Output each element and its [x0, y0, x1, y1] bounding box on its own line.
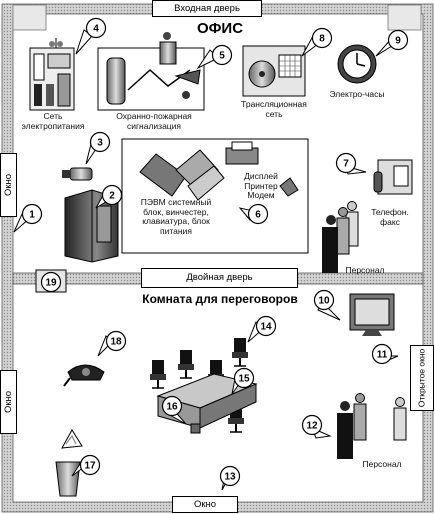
- radiator-icon: [64, 189, 119, 263]
- window-bottom: Окно: [172, 496, 238, 513]
- marker-circle: [311, 27, 333, 49]
- marker-circle: [335, 152, 357, 174]
- window-office-left-label: Окно: [2, 173, 14, 197]
- power-panel-icon: [29, 38, 75, 111]
- telephone-icon: [63, 364, 105, 387]
- meeting-room-title: Комната для переговоров: [142, 292, 298, 306]
- marker-circle: [40, 271, 62, 293]
- staff-office-label: Персонал: [345, 265, 385, 275]
- marker-circle: [313, 289, 335, 311]
- marker-circle: [105, 330, 127, 352]
- computer-icon: [139, 141, 299, 201]
- marker-number: 15: [238, 374, 250, 385]
- marker-number: 14: [260, 322, 272, 333]
- cctv-camera-icon: [62, 167, 93, 181]
- marker-circle: [371, 343, 393, 365]
- marker-circle: [301, 414, 323, 436]
- double-door[interactable]: Двойная дверь: [141, 268, 298, 288]
- window-office-left: Окно: [0, 153, 17, 217]
- window-meeting-left-label: Окно: [2, 390, 14, 414]
- alarm-label: Охранно-пожарная сигнализация: [116, 111, 192, 131]
- pc-label: ПЭВМ системный блок, винчестер, клавиату…: [140, 197, 212, 236]
- window-open-right[interactable]: Открытое окно: [410, 345, 434, 411]
- marker-number: 16: [166, 402, 178, 413]
- monitor-icon: [349, 293, 395, 336]
- speaker-icon: [242, 45, 306, 97]
- marker-number: 10: [318, 296, 330, 307]
- people-icon: [322, 201, 359, 273]
- people-icon: [337, 393, 407, 459]
- marker-number: 1: [29, 210, 35, 221]
- marker-circle: [255, 315, 277, 337]
- marker-circle: [85, 17, 107, 39]
- marker-number: 11: [377, 350, 388, 361]
- junction-box-icon: [190, 423, 201, 434]
- marker-circle: [101, 184, 123, 206]
- marker-number: 7: [343, 159, 349, 170]
- marker-circle: [247, 203, 269, 225]
- marker-circle: [89, 131, 111, 153]
- marker-number: 5: [219, 51, 225, 62]
- marker-number: 2: [109, 191, 115, 202]
- marker-number: 6: [255, 210, 261, 221]
- marker-circle: [233, 367, 255, 389]
- entrance-door[interactable]: Входная дверь: [152, 0, 262, 17]
- marker-number: 17: [84, 461, 96, 472]
- marker-circle: [211, 44, 233, 66]
- marker-number: 19: [45, 278, 57, 289]
- marker-number: 8: [319, 34, 325, 45]
- phone-fax-label: Телефон. факс: [371, 207, 409, 227]
- staff-meeting-label: Персонал: [362, 459, 402, 469]
- marker-circle: [219, 465, 241, 487]
- power-network-label: Сеть электропитания: [21, 111, 85, 131]
- marker-circle: [161, 395, 183, 417]
- trash-bin-icon: [55, 429, 83, 497]
- phone-fax-icon: [373, 159, 413, 195]
- window-open-right-label: Открытое окно: [416, 348, 427, 408]
- marker-number: 12: [306, 421, 318, 432]
- marker-number: 4: [93, 24, 99, 35]
- marker-number: 9: [395, 36, 401, 47]
- window-meeting-left: Окно: [0, 370, 17, 434]
- alarm-equipment-icon: [97, 32, 205, 111]
- marker-number: 3: [97, 138, 103, 149]
- broadcast-network-label: Трансляционная сеть: [241, 99, 307, 119]
- office-title: ОФИС: [196, 20, 244, 37]
- clock-label: Электро-часы: [329, 89, 385, 99]
- marker-circle: [387, 29, 409, 51]
- marker-circle: [79, 454, 101, 476]
- wall-clock-icon: [337, 44, 377, 84]
- marker-number: 13: [224, 472, 236, 483]
- marker-number: 18: [110, 337, 122, 348]
- marker-circle: [21, 203, 43, 225]
- peripherals-label: Дисплей Принтер Модем: [244, 171, 278, 200]
